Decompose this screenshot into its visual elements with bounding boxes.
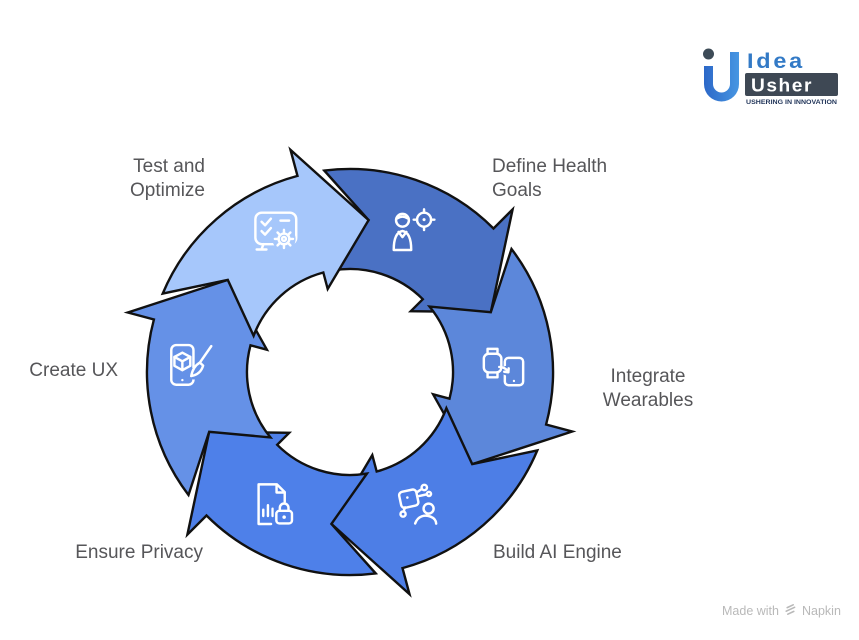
made-with-text: Made with: [722, 604, 779, 618]
segment-build-ai-engine: [329, 405, 540, 598]
watch-phone-icon: [482, 347, 525, 387]
napkin-brand-text: Napkin: [801, 604, 841, 618]
logo-badge: [745, 73, 838, 96]
segment-create-ux: [123, 278, 274, 498]
napkin-logo-icon: [784, 603, 797, 619]
ai-person-icon: [397, 483, 438, 525]
step-label-line: Ensure Privacy: [75, 542, 203, 563]
logo-tagline: USHERING IN INNOVATION: [746, 100, 837, 106]
step-label-create-ux: Create UX: [0, 359, 118, 383]
person-target-icon: [392, 208, 436, 252]
step-label-line: Goals: [492, 180, 542, 201]
step-label-line: Integrate: [610, 366, 686, 387]
step-label-line: Wearables: [602, 390, 694, 411]
step-label-build-ai-engine: Build AI Engine: [493, 541, 713, 565]
phone-cube-brush-icon: [170, 343, 213, 386]
logo-wordmark-idea: Idea: [747, 50, 805, 73]
step-label-line: Build AI Engine: [493, 542, 622, 563]
made-with-napkin: Made with Napkin: [722, 603, 841, 619]
segment-define-health-goals: [321, 167, 515, 314]
segment-test-and-optimize: [160, 146, 371, 339]
step-label-line: Create UX: [29, 360, 118, 381]
step-label-line: Optimize: [130, 180, 205, 201]
checklist-gear-icon: [254, 211, 298, 251]
logo-mark: [703, 48, 739, 102]
doc-lock-icon: [257, 483, 295, 526]
step-label-test-and-optimize: Test and Optimize: [45, 155, 205, 203]
logo-wordmark-usher: Usher: [751, 75, 813, 96]
step-label-line: Test and: [133, 156, 205, 177]
idea-usher-logo: Idea Usher USHERING IN INNOVATION: [699, 42, 839, 108]
step-label-ensure-privacy: Ensure Privacy: [3, 541, 203, 565]
step-label-define-health-goals: Define Health Goals: [492, 155, 672, 203]
step-label-integrate-wearables: Integrate Wearables: [568, 365, 728, 413]
step-label-line: Define Health: [492, 156, 608, 177]
